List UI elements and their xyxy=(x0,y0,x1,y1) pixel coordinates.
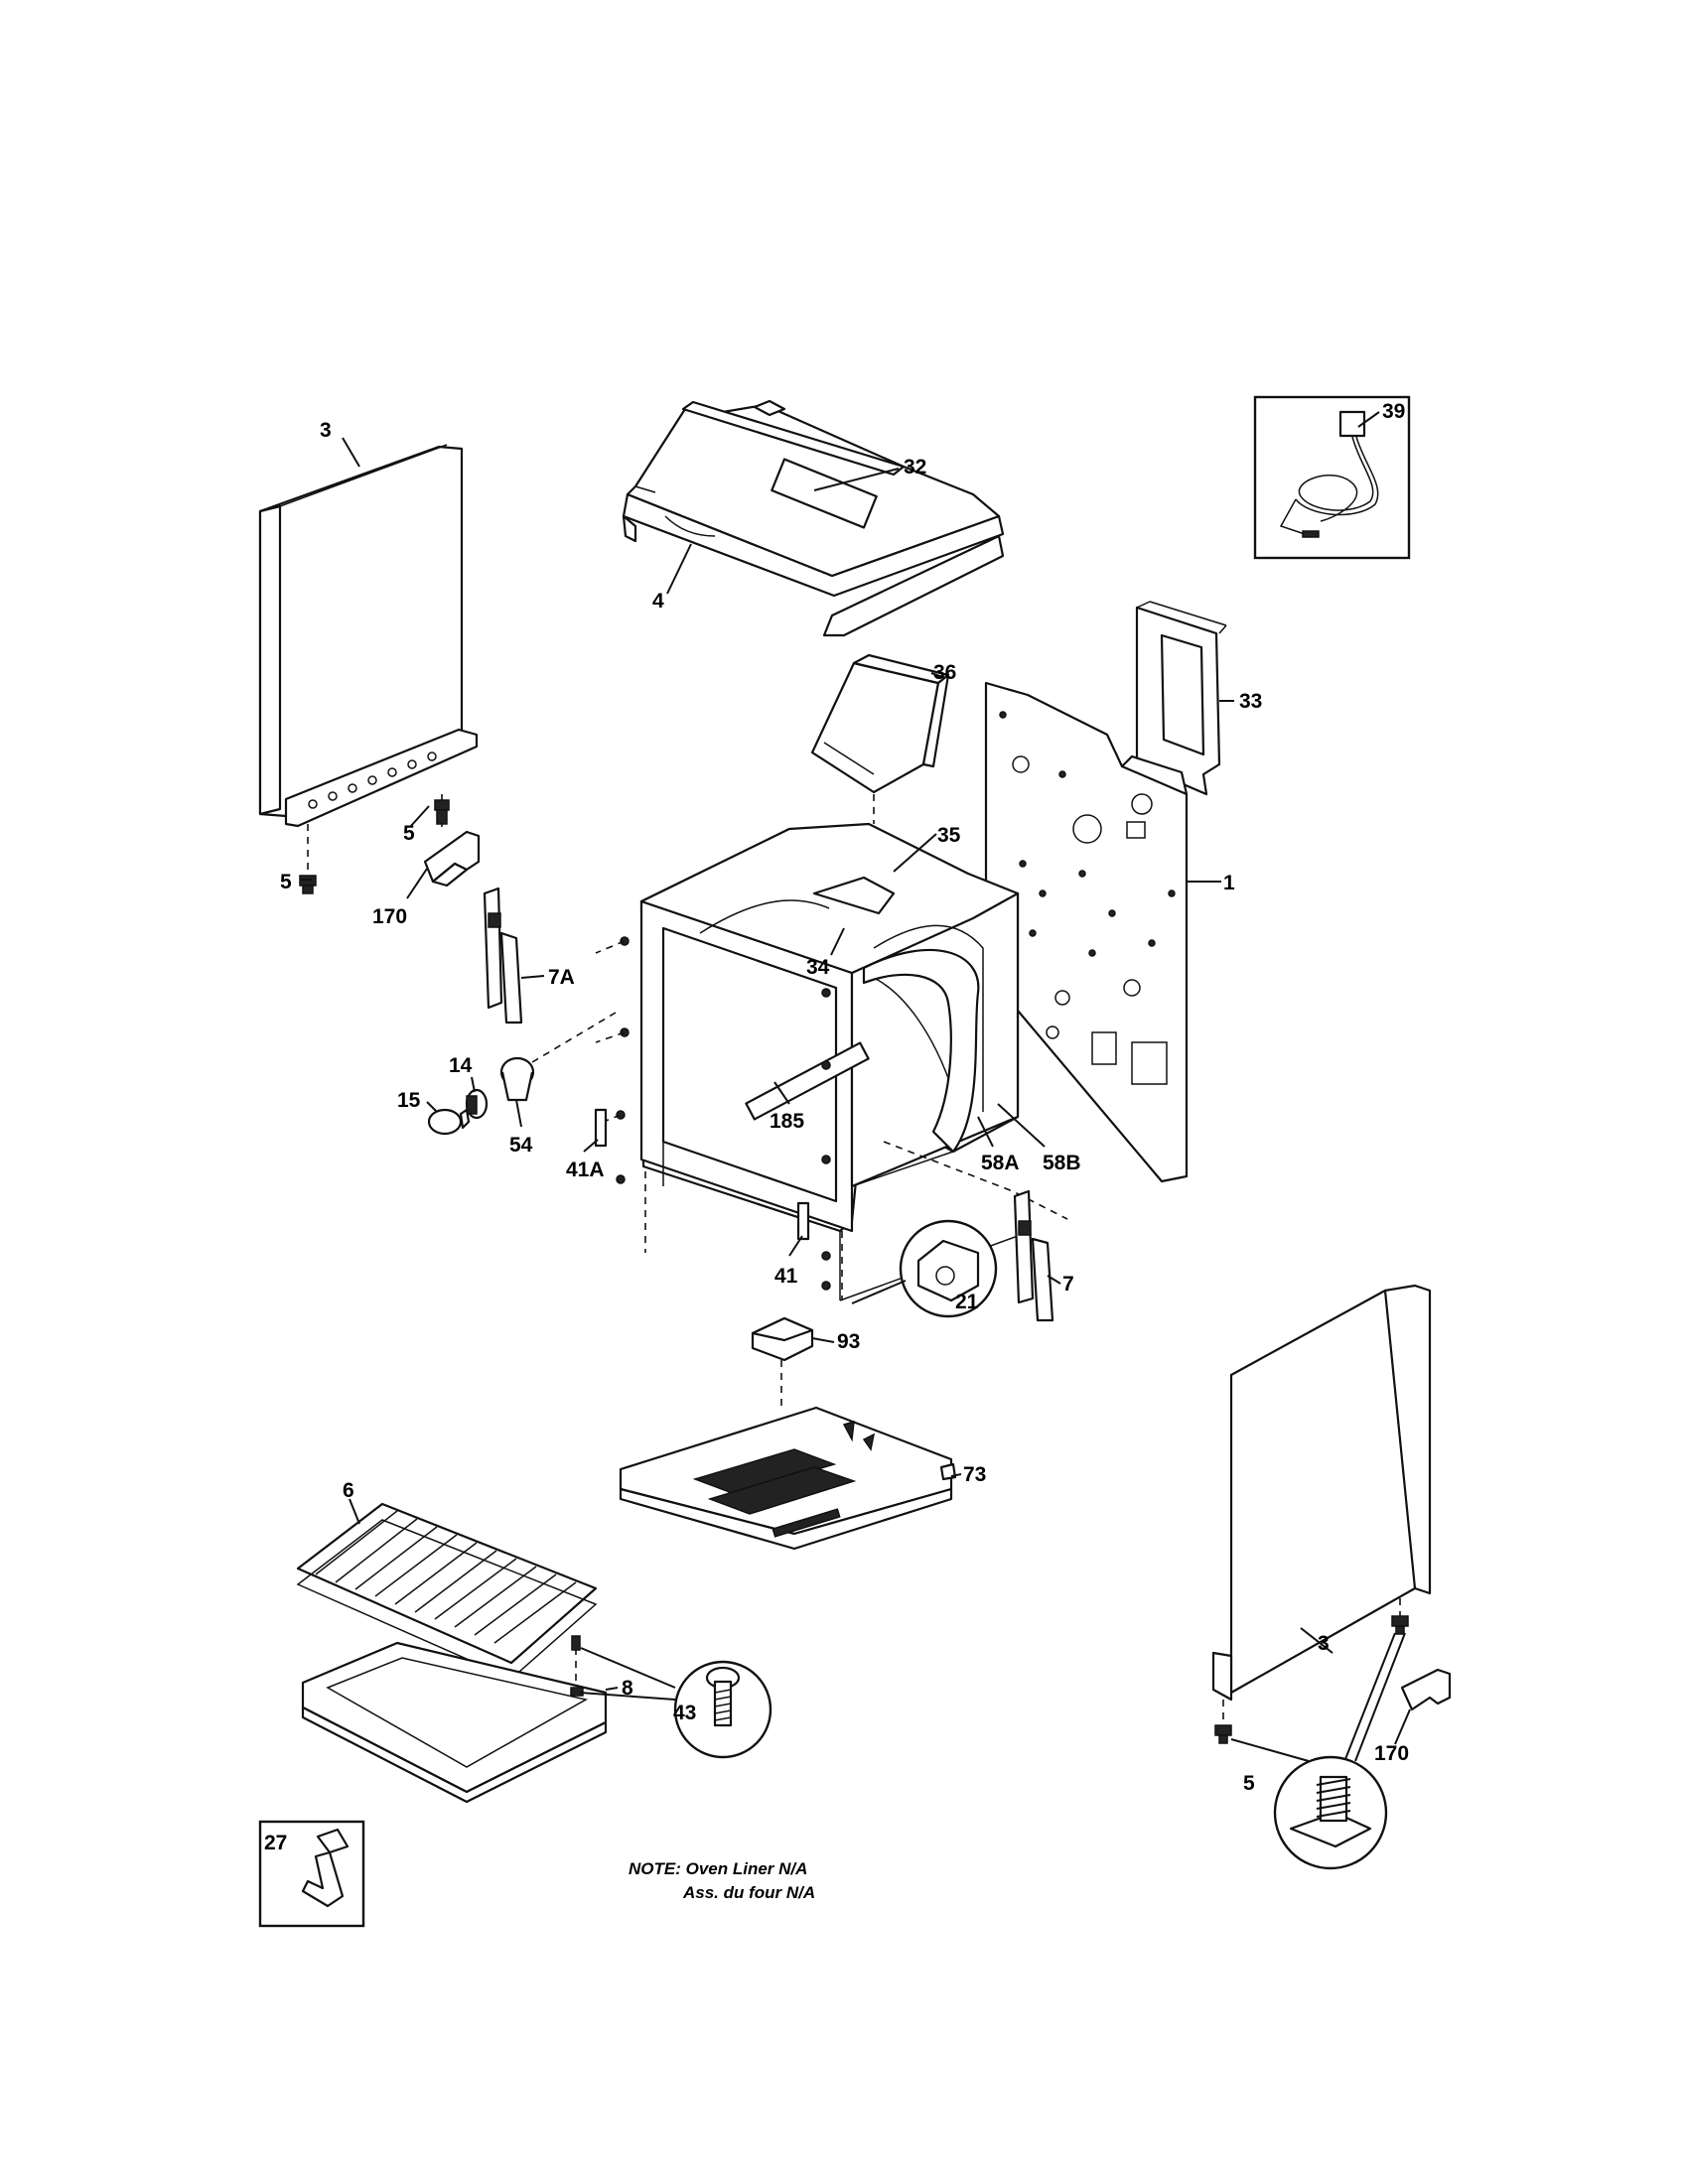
detail-circle-21 xyxy=(851,1219,998,1318)
callout-27: 27 xyxy=(264,1832,287,1854)
leveling-screw-upper xyxy=(434,799,450,825)
callout-33: 33 xyxy=(1239,690,1262,713)
clip-box xyxy=(258,1820,365,1928)
callout-58a: 58A xyxy=(981,1152,1020,1174)
rack-wires xyxy=(315,1510,577,1644)
leveling-screw-lower xyxy=(299,875,317,894)
callout-5-circle: 5 xyxy=(1243,1772,1255,1795)
vent-duct xyxy=(810,653,950,824)
light-bulb xyxy=(427,1108,471,1136)
callout-170-right: 170 xyxy=(1374,1742,1409,1765)
callout-7a: 7A xyxy=(548,966,575,989)
detail-circle-5 xyxy=(1230,1632,1406,1870)
callout-15: 15 xyxy=(397,1089,421,1112)
note-line-1: NOTE: Oven Liner N/A xyxy=(629,1859,807,1878)
callout-43: 43 xyxy=(673,1702,696,1724)
callout-3-right: 3 xyxy=(1318,1632,1330,1655)
power-cord-box xyxy=(1253,395,1411,560)
anti-tip-bracket-right xyxy=(1400,1668,1452,1711)
bolt-threads xyxy=(714,1689,732,1721)
back-panel-holes xyxy=(999,711,1176,957)
callout-7: 7 xyxy=(1062,1273,1074,1296)
detail-circle-43 xyxy=(673,1660,772,1759)
note-line-2: Ass. du four N/A xyxy=(682,1883,815,1902)
lamp-cover xyxy=(499,1056,535,1102)
oven-cavity xyxy=(595,822,1068,1301)
callout-39: 39 xyxy=(1382,400,1405,423)
leader-lines xyxy=(300,411,1411,1745)
callout-170-left: 170 xyxy=(372,905,407,928)
callout-labels: 3 32 4 39 36 33 35 34 1 5 5 170 7A 14 15… xyxy=(264,400,1409,1854)
left-side-panel xyxy=(258,444,479,876)
callout-8: 8 xyxy=(622,1677,633,1700)
callout-41: 41 xyxy=(774,1265,798,1288)
oven-bottom-panel xyxy=(619,1406,957,1551)
callout-3-left: 3 xyxy=(320,419,332,442)
right-side-panel xyxy=(1211,1284,1432,1725)
door-hinge-left xyxy=(483,887,523,1024)
anti-tip-bracket-left xyxy=(423,830,481,887)
callout-93: 93 xyxy=(837,1330,860,1353)
switch-41a xyxy=(594,1108,608,1148)
callout-21: 21 xyxy=(955,1291,979,1313)
switch-41 xyxy=(796,1201,810,1241)
rear-vent-cover xyxy=(1135,601,1227,796)
leveling-screw-right-upper xyxy=(1391,1615,1409,1635)
bottom-vent-slots xyxy=(692,1448,857,1538)
callout-4: 4 xyxy=(652,590,664,613)
oven-rack xyxy=(296,1502,598,1680)
callout-41a: 41A xyxy=(566,1159,605,1181)
callout-54: 54 xyxy=(509,1134,533,1157)
side-panel-holes xyxy=(308,751,437,809)
callout-35: 35 xyxy=(937,824,961,847)
callout-14: 14 xyxy=(449,1054,473,1077)
broiler-tray xyxy=(301,1641,608,1804)
note-text: NOTE: Oven Liner N/A Ass. du four N/A xyxy=(629,1859,815,1902)
back-panel xyxy=(984,681,1189,1183)
callout-58b: 58B xyxy=(1043,1152,1081,1174)
screw-threads xyxy=(1316,1778,1351,1818)
callout-6: 6 xyxy=(343,1479,354,1502)
door-hinge-right xyxy=(1013,1189,1054,1322)
top-frame-assembly xyxy=(622,399,1005,637)
foot-cap xyxy=(751,1316,814,1362)
light-socket xyxy=(465,1088,489,1120)
leveling-screw-right-lower xyxy=(1214,1724,1232,1744)
callout-34: 34 xyxy=(806,956,830,979)
callout-1: 1 xyxy=(1223,872,1235,894)
callout-5-upper: 5 xyxy=(403,822,415,845)
callout-185: 185 xyxy=(770,1110,804,1133)
callout-73: 73 xyxy=(963,1463,986,1486)
callout-32: 32 xyxy=(904,456,926,478)
callout-5-lower: 5 xyxy=(280,871,292,893)
callout-36: 36 xyxy=(933,661,956,684)
